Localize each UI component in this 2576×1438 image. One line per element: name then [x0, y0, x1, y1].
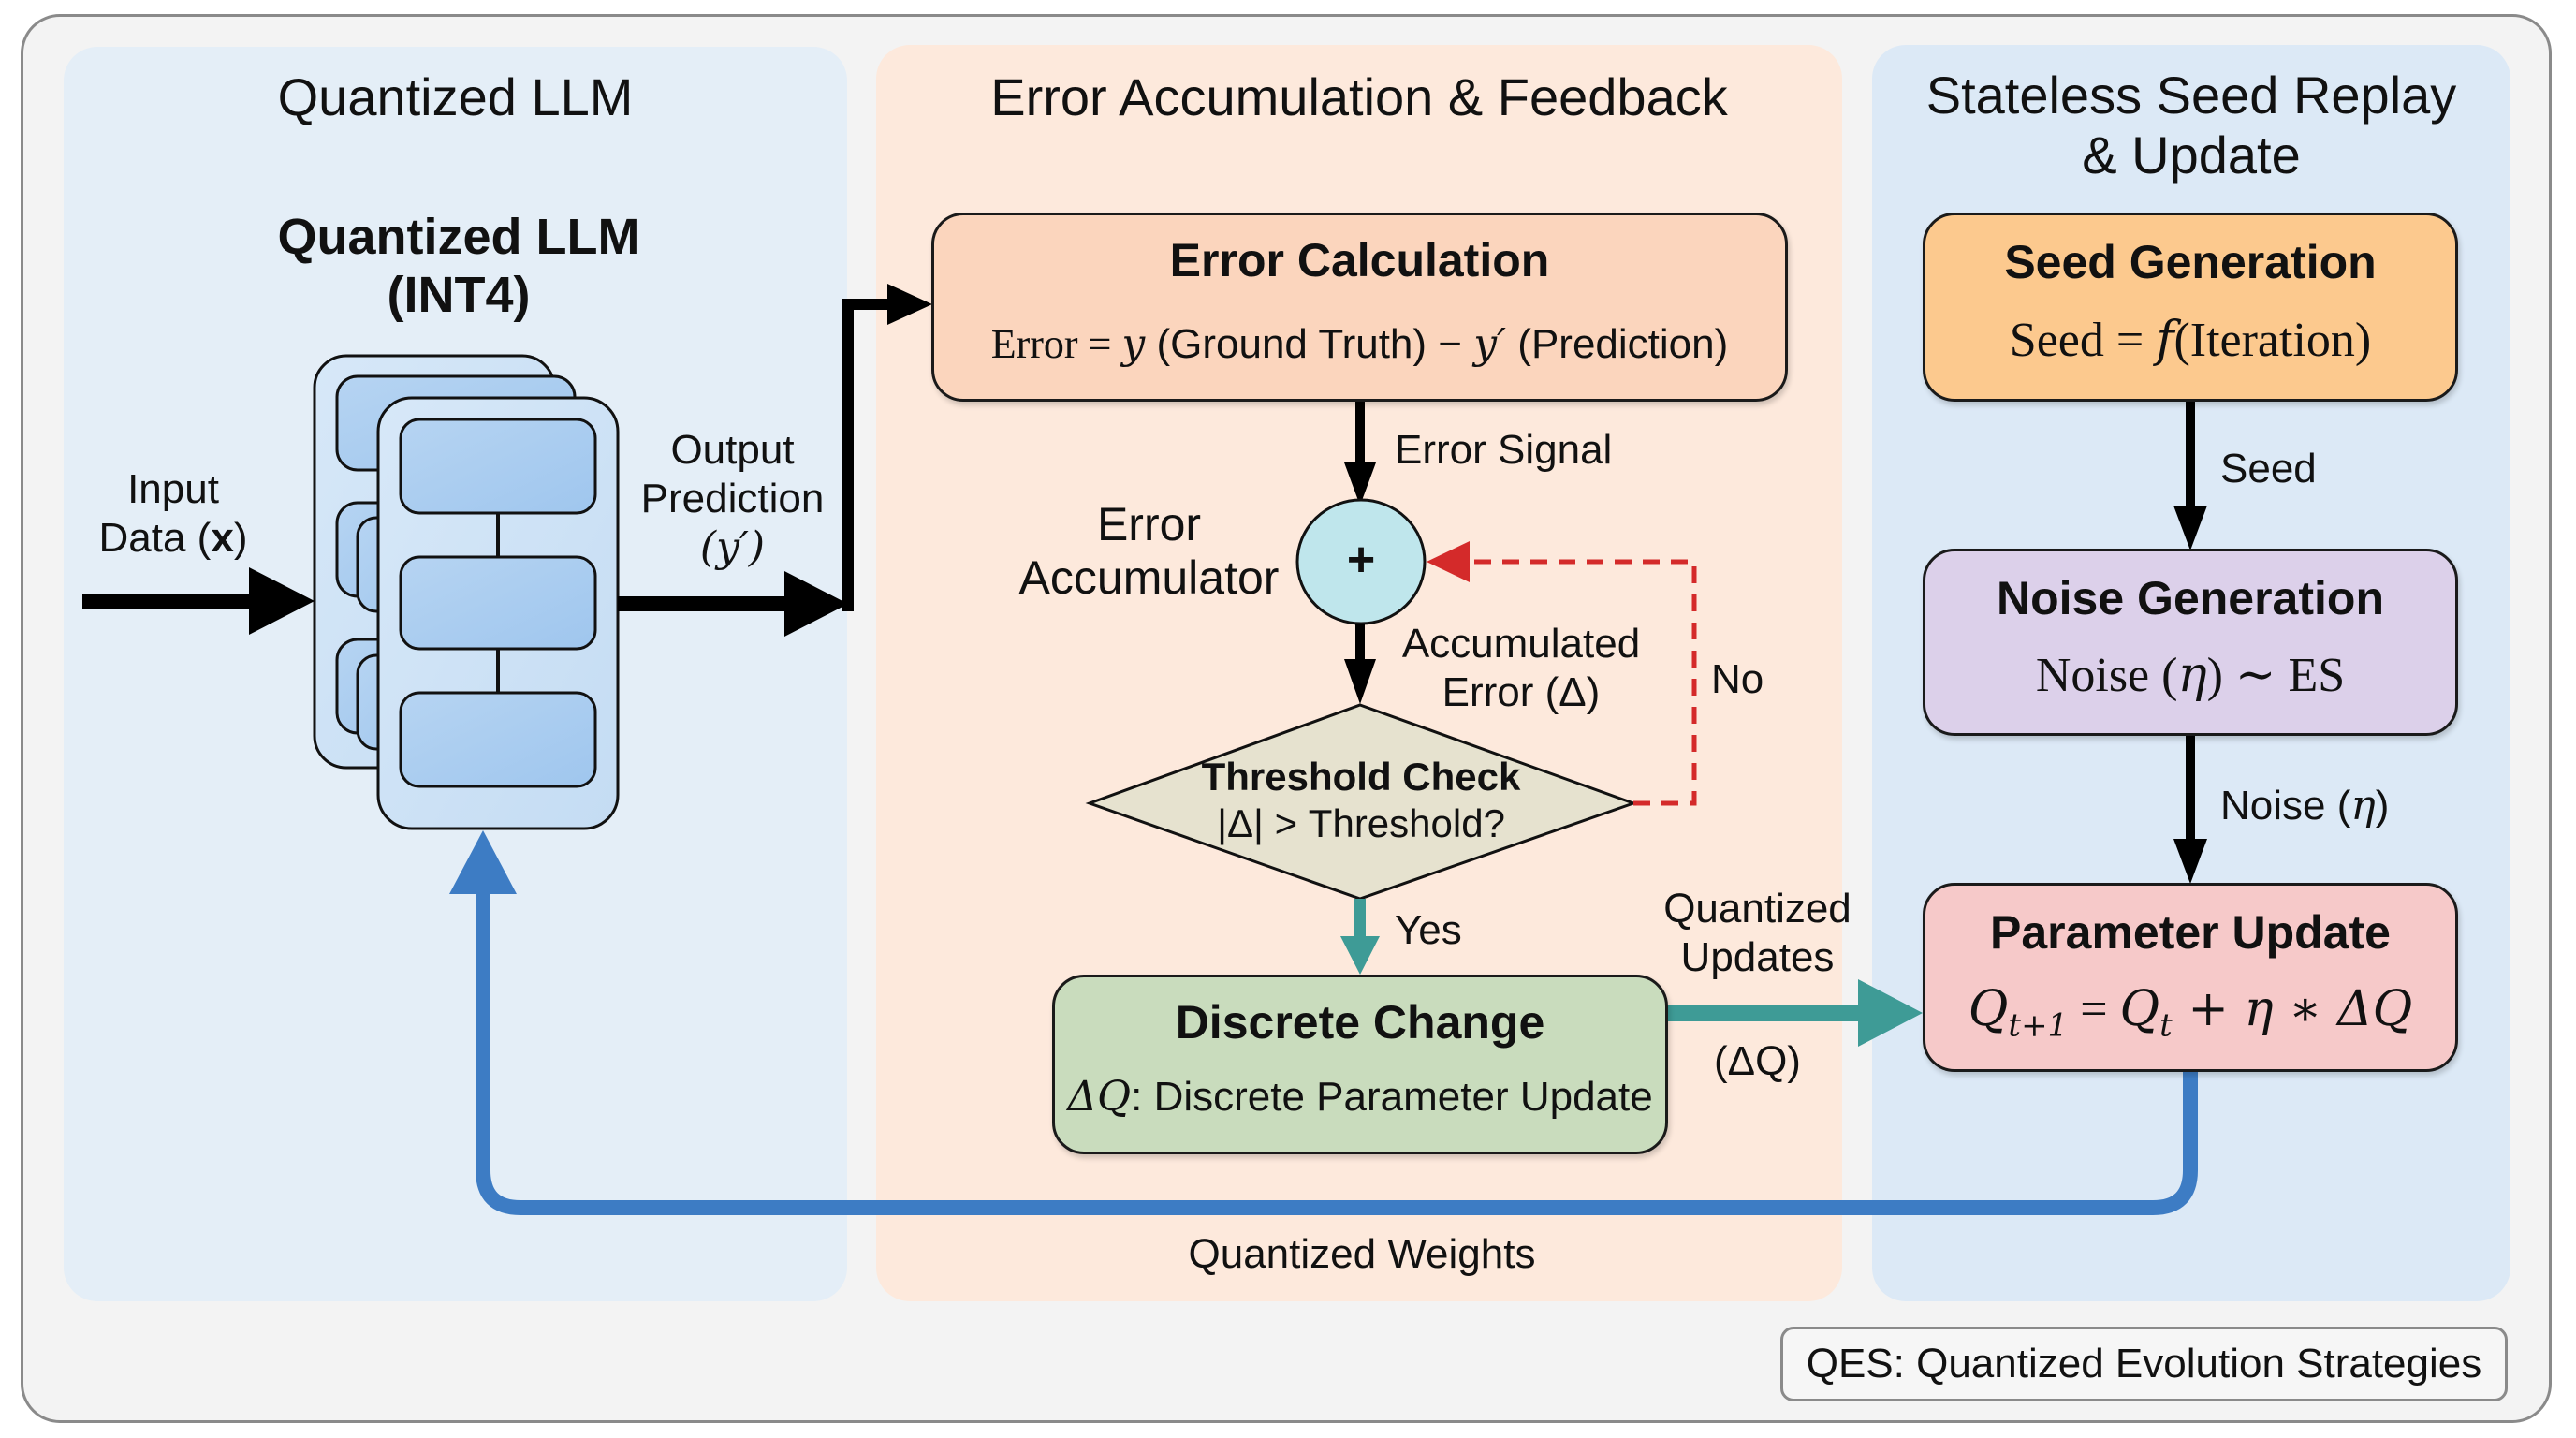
noise-generation-formula: Noise (η) ∼ ES [1925, 649, 2455, 702]
quantized-updates-line1: Quantized [1663, 886, 1852, 932]
noise-formula-b: ) ∼ ES [2206, 649, 2346, 702]
parameter-update-box: Parameter Update Qt+1 = Qt + η ∗ ΔQ [1923, 883, 2458, 1072]
param-q2: Q [2119, 981, 2160, 1037]
accumulated-error-arrow [1344, 624, 1376, 704]
output-label-line1: Output [670, 427, 795, 473]
threshold-check-text: Threshold Check |Δ| > Threshold? [1183, 754, 1539, 847]
threshold-check-title: Threshold Check [1201, 755, 1521, 799]
noise-label-eta: η [2350, 782, 2376, 829]
panel-title-right-line2: & Update [2082, 125, 2301, 184]
accumulated-error-label: Accumulated Error (Δ) [1390, 620, 1652, 717]
seed-label: Seed [2220, 446, 2317, 492]
error-calculation-box: Error Calculation Error = y (Ground Trut… [931, 213, 1788, 402]
discrete-change-text: : Discrete Parameter Update [1131, 1074, 1653, 1120]
seed-formula-b: (Iteration) [2174, 314, 2372, 367]
output-label-line2: Prediction [640, 476, 825, 521]
seed-formula-a: Seed = [2009, 314, 2157, 367]
noise-label: Noise (η) [2220, 782, 2389, 830]
input-arrow [82, 567, 315, 635]
param-sub-t1: t+1 [2008, 1006, 2069, 1045]
param-q: Q [1968, 981, 2009, 1037]
accumulator-label-line1: Error [1096, 498, 1202, 550]
noise-generation-box: Noise Generation Noise (η) ∼ ES [1923, 549, 2458, 736]
llm-stack-icon [313, 354, 620, 830]
noise-arrow [2174, 734, 2207, 884]
parameter-update-title: Parameter Update [1990, 906, 2391, 959]
error-calculation-title: Error Calculation [1169, 234, 1550, 286]
accumulated-label-line1: Accumulated [1401, 621, 1641, 667]
error-signal-label: Error Signal [1395, 427, 1613, 473]
no-label: No [1711, 656, 1764, 702]
noise-label-prefix: Noise ( [2220, 783, 2351, 829]
panel-title-right: Stateless Seed Replay & Update [1872, 66, 2510, 185]
formula-y-prime: y′ [1473, 320, 1507, 368]
quantized-weights-loop-arrow [449, 830, 2198, 1215]
noise-formula-a: Noise ( [2035, 649, 2178, 702]
delta-q-label: (ΔQ) [1714, 1038, 1801, 1084]
output-prediction-label: Output Prediction (y′) [627, 426, 838, 572]
seed-generation-box: Seed Generation Seed = f(Iteration) [1923, 213, 2458, 402]
noise-generation-title: Noise Generation [1997, 572, 2384, 624]
input-label-line2: Data (x) [84, 514, 262, 563]
input-label-prefix: Data ( [98, 515, 212, 561]
discrete-change-title: Discrete Change [1175, 996, 1545, 1049]
panel-title-right-line1: Stateless Seed Replay [1925, 66, 2457, 125]
yes-arrow [1340, 899, 1380, 975]
input-data-label: Input Data (x) [84, 465, 262, 563]
no-feedback-arrow [1427, 541, 1697, 806]
formula-lhs: Error = [990, 321, 1122, 367]
quantized-updates-line2: Updates [1680, 934, 1835, 980]
error-calculation-formula: Error = y (Ground Truth) − y′ (Predictio… [934, 318, 1785, 371]
noise-label-suffix: ) [2375, 783, 2390, 829]
llm-title-line2: (INT4) [387, 267, 531, 323]
param-sub-t: t [2159, 1006, 2173, 1045]
formula-ground-truth: (Ground Truth) − [1145, 321, 1474, 367]
yes-label: Yes [1395, 907, 1462, 953]
legend-box: QES: Quantized Evolution Strategies [1780, 1327, 2508, 1401]
error-signal-arrow [1344, 401, 1376, 506]
quantized-weights-label: Quantized Weights [1188, 1231, 1536, 1277]
output-label-line3: (y′) [699, 523, 766, 571]
discrete-change-box: Discrete Change ΔQ: Discrete Parameter U… [1052, 975, 1668, 1154]
delta-q-var: ΔQ [1067, 1073, 1132, 1121]
plus-icon: + [1346, 533, 1376, 587]
accumulator-label-line2: Accumulator [1018, 551, 1280, 604]
param-eq: = [2068, 983, 2120, 1036]
parameter-update-formula: Qt+1 = Qt + η ∗ ΔQ [1925, 983, 2455, 1051]
output-arrow [618, 284, 932, 637]
accumulated-label-line2: Error (Δ) [1442, 669, 1601, 715]
noise-formula-eta: η [2177, 647, 2207, 703]
param-rest: + η ∗ ΔQ [2172, 981, 2413, 1037]
quantized-updates-label: Quantized Updates [1657, 885, 1858, 982]
seed-arrow [2174, 401, 2207, 550]
seed-generation-title: Seed Generation [2004, 236, 2377, 288]
panel-title-middle: Error Accumulation & Feedback [990, 67, 1728, 126]
formula-prediction: (Prediction) [1506, 321, 1729, 367]
quantized-updates-arrow [1668, 979, 1923, 1047]
seed-generation-formula: Seed = f(Iteration) [1925, 314, 2455, 367]
discrete-change-formula: ΔQ: Discrete Parameter Update [1055, 1071, 1665, 1123]
seed-formula-f: f [2156, 312, 2174, 368]
llm-title-line1: Quantized LLM [277, 209, 640, 265]
input-label-line1: Input [127, 466, 219, 512]
formula-y: y [1121, 320, 1146, 368]
threshold-check-condition: |Δ| > Threshold? [1217, 801, 1505, 845]
llm-title: Quantized LLM (INT4) [225, 208, 693, 324]
error-accumulator-label: Error Accumulator [1011, 498, 1287, 605]
input-label-suffix: ) [233, 515, 248, 561]
panel-title-left: Quantized LLM [277, 67, 634, 126]
input-label-var: x [211, 515, 234, 561]
